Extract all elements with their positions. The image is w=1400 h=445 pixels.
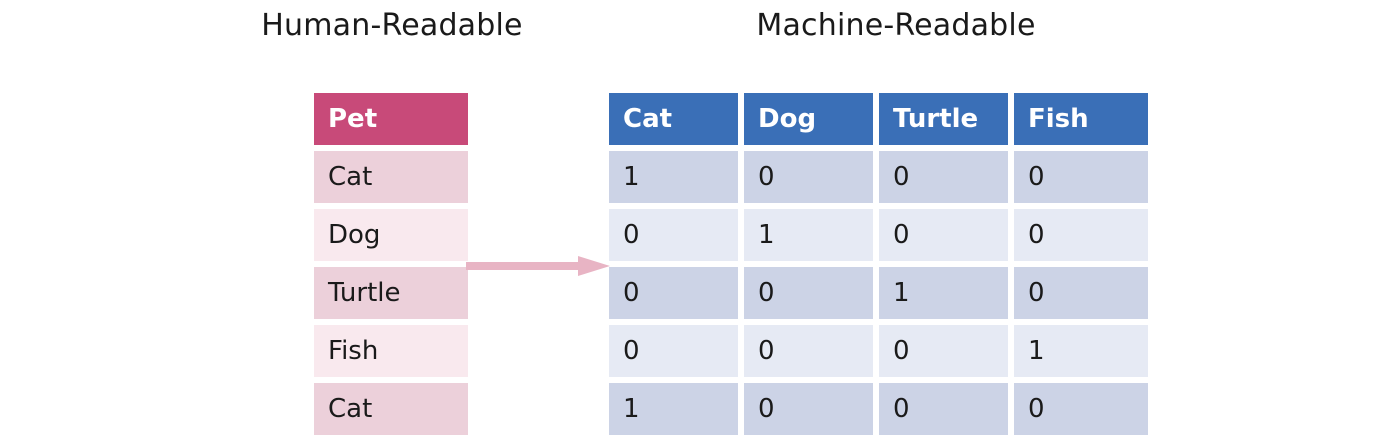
machine-table-cell: 0 [609,267,738,319]
machine-table-cell: 0 [879,151,1008,203]
machine-table-row: 0 0 1 0 [609,267,1150,319]
machine-table-header-cat: Cat [609,93,738,145]
machine-table-cell: 1 [1014,325,1148,377]
machine-table-header-turtle: Turtle [879,93,1008,145]
machine-table-cell: 0 [1014,209,1148,261]
machine-table-cell: 0 [1014,151,1148,203]
human-table-header-pet: Pet [314,93,468,145]
machine-table-cell: 0 [744,151,873,203]
machine-table-header-row: Cat Dog Turtle Fish [609,93,1150,145]
machine-table-cell: 0 [744,267,873,319]
machine-table-cell: 1 [744,209,873,261]
human-table-row: Cat [314,383,468,435]
machine-table-cell: 0 [879,209,1008,261]
machine-table-header-dog: Dog [744,93,873,145]
machine-table-cell: 0 [879,383,1008,435]
machine-table-cell: 1 [609,383,738,435]
machine-readable-title: Machine-Readable [756,8,1036,43]
machine-table-cell: 1 [879,267,1008,319]
human-table-row: Turtle [314,267,468,319]
machine-table-cell: 0 [1014,383,1148,435]
machine-readable-table: Cat Dog Turtle Fish 1 0 0 0 0 1 0 0 0 0 … [609,93,1150,441]
human-table-row: Fish [314,325,468,377]
machine-table-cell: 0 [879,325,1008,377]
human-table-row: Cat [314,151,468,203]
human-readable-table: Pet Cat Dog Turtle Fish Cat [314,93,468,441]
machine-table-row: 1 0 0 0 [609,151,1150,203]
machine-table-cell: 0 [609,209,738,261]
human-table-row: Dog [314,209,468,261]
machine-table-cell: 1 [609,151,738,203]
machine-table-header-fish: Fish [1014,93,1148,145]
machine-table-cell: 0 [609,325,738,377]
human-readable-title: Human-Readable [261,8,523,43]
machine-table-row: 0 1 0 0 [609,209,1150,261]
machine-table-cell: 0 [744,383,873,435]
machine-table-row: 0 0 0 1 [609,325,1150,377]
transform-arrow-icon [466,256,610,276]
machine-table-cell: 0 [1014,267,1148,319]
machine-table-cell: 0 [744,325,873,377]
machine-table-row: 1 0 0 0 [609,383,1150,435]
